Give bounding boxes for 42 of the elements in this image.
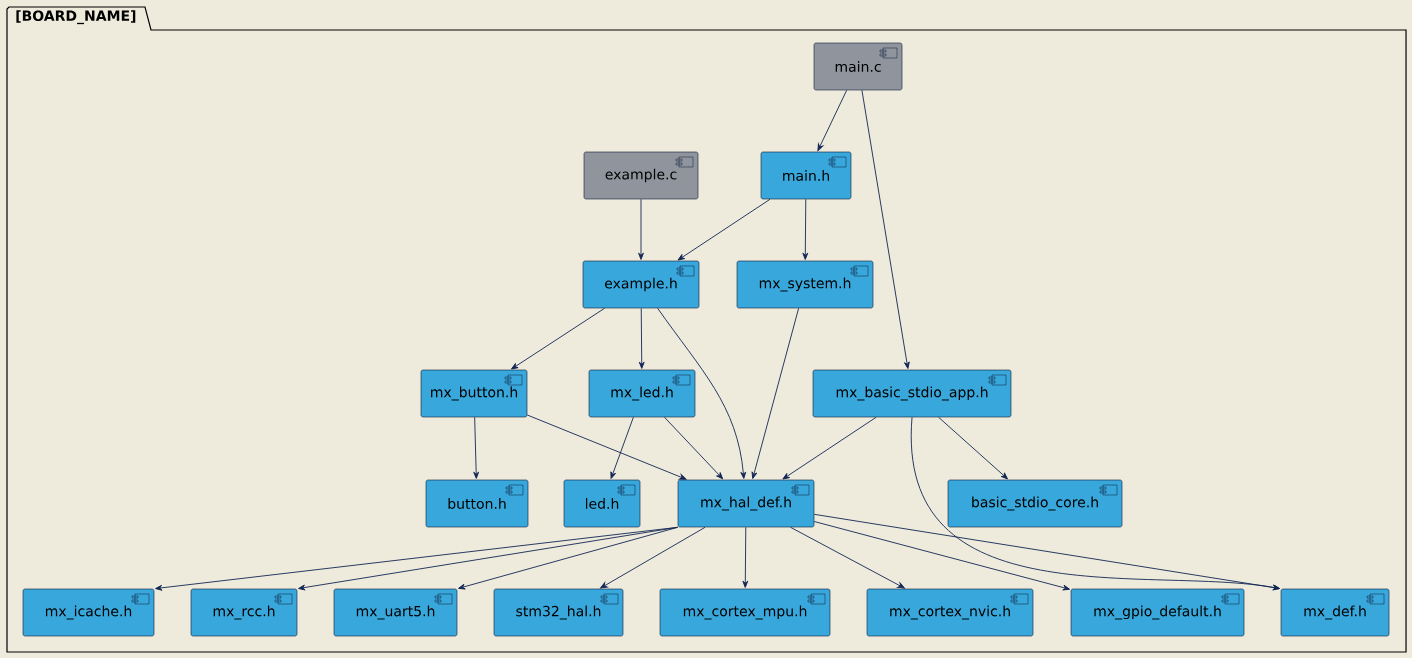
arrow (790, 526, 905, 589)
arrow (638, 307, 645, 369)
arrow (677, 198, 771, 261)
arrow (664, 416, 724, 480)
component-box: basic_stdio_core.h (947, 479, 1123, 528)
arrow (813, 513, 1280, 591)
arrow (813, 521, 1070, 591)
component-box: mx_system.h (736, 260, 874, 309)
arrow (742, 526, 749, 588)
arrow (473, 416, 480, 479)
component-box: mx_def.h (1280, 588, 1390, 637)
arrow (911, 416, 1280, 591)
component-box: mx_button.h (420, 369, 528, 418)
arrow (938, 416, 1008, 480)
component-box: stm32_hal.h (493, 588, 624, 637)
arrow (600, 526, 706, 589)
component-box: main.c (813, 42, 903, 91)
component-box: mx_gpio_default.h (1070, 588, 1245, 637)
component-box: mx_led.h (588, 369, 696, 418)
arrow (817, 89, 848, 152)
arrow (751, 307, 800, 479)
arrow (782, 416, 877, 480)
component-box: mx_icache.h (22, 588, 155, 637)
component-box: example.c (583, 151, 699, 200)
arrow (458, 526, 679, 590)
component-box: mx_cortex_nvic.h (866, 588, 1034, 637)
arrow (638, 198, 644, 260)
component-box: mx_rcc.h (190, 588, 298, 637)
arrow (610, 416, 634, 479)
component-box: mx_uart5.h (333, 588, 458, 637)
component-box: main.h (760, 151, 852, 200)
component-box: button.h (425, 479, 529, 528)
arrow (802, 198, 809, 260)
component-box: mx_basic_stdio_app.h (812, 369, 1012, 418)
arrow (526, 414, 687, 480)
component-box: mx_cortex_mpu.h (659, 588, 831, 637)
arrow (657, 307, 747, 479)
component-box: led.h (563, 479, 641, 528)
arrow (511, 307, 605, 370)
component-box: example.h (582, 260, 700, 309)
component-box: mx_hal_def.h (677, 479, 815, 528)
arrow (861, 89, 910, 369)
